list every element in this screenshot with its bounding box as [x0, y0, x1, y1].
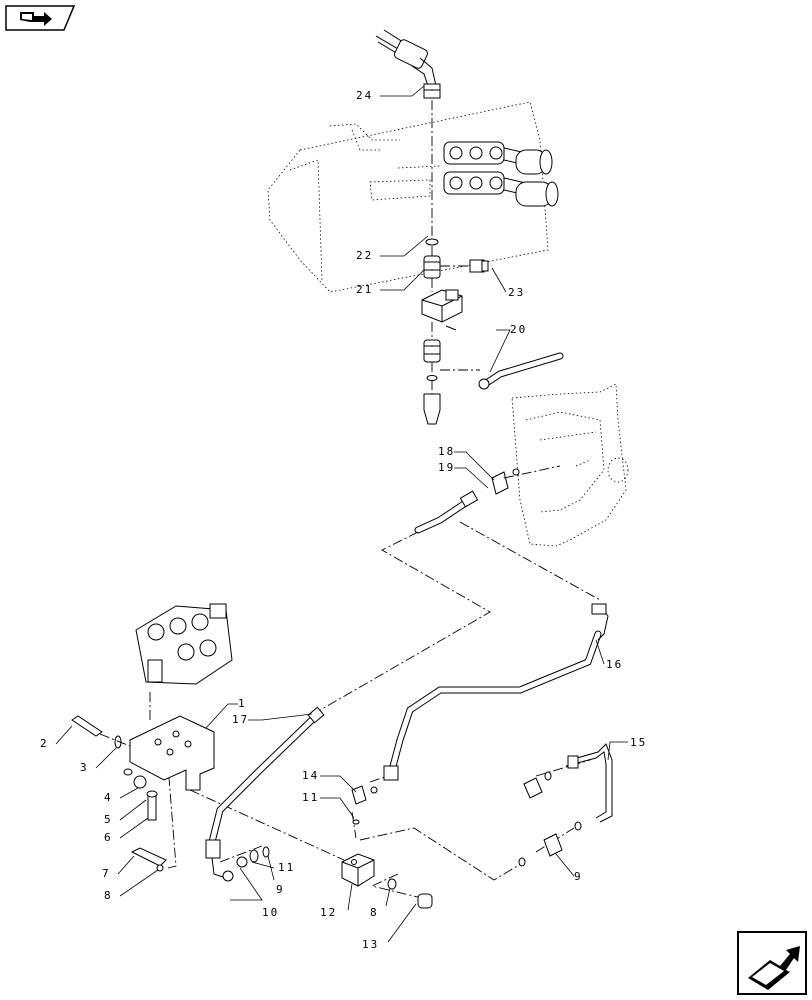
arrow-next-icon [748, 946, 800, 990]
next-page-button[interactable] [737, 931, 807, 995]
part-22-o-ring [425, 238, 439, 246]
callout-1: 1 [238, 697, 247, 710]
callout-6: 6 [104, 831, 113, 844]
callout-2: 2 [40, 737, 49, 750]
machine-body-upper [267, 101, 549, 293]
callout-8b: 8 [370, 906, 379, 919]
part-1-bracket [129, 715, 215, 791]
callout-3: 3 [80, 761, 89, 774]
callout-5: 5 [104, 813, 113, 826]
part-21-switch-fitting [423, 255, 470, 279]
part-14-elbow [351, 785, 378, 825]
callout-23: 23 [508, 286, 525, 299]
callout-22: 22 [356, 249, 373, 262]
bracket-hardware [71, 715, 167, 872]
callout-14: 14 [302, 769, 319, 782]
callout-11a: 11 [278, 861, 295, 874]
callout-9a: 9 [276, 883, 285, 896]
part-18-19-elbow [414, 465, 561, 534]
part-17-hose [205, 706, 325, 882]
callout-labels: 24 22 21 23 20 18 19 16 1 17 2 3 4 5 6 7… [40, 89, 647, 951]
control-valve-lower [135, 603, 233, 685]
part-20-fitting-stack [423, 339, 480, 425]
part-12-block [341, 853, 375, 887]
leader-lines [55, 85, 628, 943]
machine-frame-lower [511, 383, 629, 547]
callout-12: 12 [320, 906, 337, 919]
callout-17: 17 [232, 713, 249, 726]
callout-9b: 9 [574, 870, 583, 883]
callout-16: 16 [606, 658, 623, 671]
callout-21: 21 [356, 283, 373, 296]
callout-7: 7 [102, 867, 111, 880]
part-13-plug [387, 878, 433, 909]
callout-18: 18 [438, 445, 455, 458]
part-23-sensor [469, 259, 489, 273]
callout-4: 4 [104, 791, 113, 804]
book-arrow-icon [20, 12, 52, 26]
callout-13: 13 [362, 938, 379, 951]
callout-24: 24 [356, 89, 373, 102]
callout-19: 19 [438, 461, 455, 474]
part-20-hose [478, 352, 564, 390]
callout-20: 20 [510, 323, 527, 336]
callout-10: 10 [262, 906, 279, 919]
fittings-left [236, 846, 270, 868]
part-15-tube [518, 743, 613, 867]
control-valve-upper [443, 141, 559, 207]
part-16-hose [383, 603, 609, 781]
valve-block [421, 278, 463, 340]
callout-8a: 8 [104, 889, 113, 902]
part-24-hose-fitting [375, 29, 441, 99]
callout-11b: 11 [302, 791, 319, 804]
book-nav-button[interactable] [5, 5, 76, 31]
callout-15: 15 [630, 736, 647, 749]
